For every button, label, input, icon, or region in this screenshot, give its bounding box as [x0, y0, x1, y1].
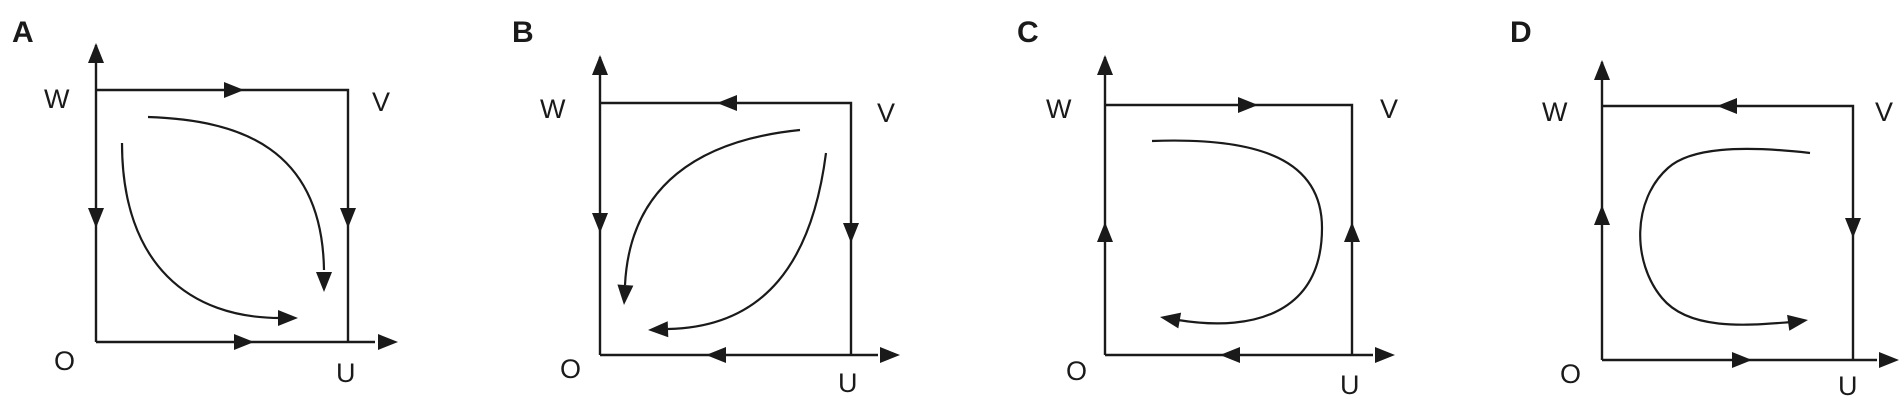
top-edge-arrow-right	[224, 82, 244, 98]
y-axis-arrowhead	[1097, 55, 1113, 75]
box-edges	[1602, 104, 1855, 360]
y-axis-arrowhead	[592, 55, 608, 75]
label-o: O	[1560, 359, 1581, 389]
box-edges	[600, 101, 853, 355]
top-edge-arrow-left	[1717, 98, 1737, 114]
panel-letter: A	[12, 16, 34, 49]
bottom-edge-arrow-left	[1220, 347, 1240, 363]
trajectory-lower-arrowhead	[647, 321, 669, 338]
label-w: W	[540, 94, 566, 124]
label-o: O	[54, 346, 75, 376]
trajectory-upper-arrowhead	[316, 272, 332, 292]
x-axis-arrowhead	[1879, 352, 1899, 368]
bottom-edge-arrow-right	[234, 334, 254, 350]
panel-letter: B	[512, 16, 534, 49]
label-v: V	[1380, 94, 1398, 124]
box-edges	[96, 88, 350, 342]
right-edge-arrow-down	[340, 208, 356, 228]
label-v: V	[877, 98, 895, 128]
label-w: W	[1046, 94, 1072, 124]
trajectory-loop	[1151, 139, 1324, 325]
y-axis-arrowhead	[88, 43, 104, 63]
trajectory-loop	[1639, 147, 1811, 326]
label-u: U	[1838, 371, 1858, 400]
label-w: W	[44, 84, 70, 114]
top-edge-arrow-right	[1238, 97, 1258, 113]
x-axis-arrowhead	[1375, 347, 1395, 363]
left-edge-arrow-down	[88, 208, 104, 228]
right-edge-arrow-down	[1845, 218, 1861, 238]
label-u: U	[838, 368, 858, 398]
right-edge-arrow-up	[1344, 222, 1360, 242]
panel-c: C W V O U	[1017, 16, 1398, 400]
trajectory-curve-lower	[120, 142, 281, 320]
trajectory-loop-arrowhead	[1787, 312, 1810, 331]
label-u: U	[336, 358, 356, 388]
bottom-edge-arrow-left	[706, 347, 726, 363]
label-o: O	[1066, 356, 1087, 386]
panel-b: B W V O U	[512, 16, 900, 398]
trajectory-lower-arrowhead	[278, 310, 298, 326]
top-edge-arrow-left	[717, 95, 737, 111]
label-u: U	[1340, 370, 1360, 400]
x-axis-arrowhead	[880, 347, 900, 363]
left-edge-arrow-up	[1097, 222, 1113, 242]
box-edges	[1105, 103, 1354, 355]
trajectory-upper-arrowhead	[616, 284, 634, 306]
trajectory-loop-arrowhead	[1158, 309, 1182, 329]
panel-letter: C	[1017, 16, 1039, 49]
trajectory-curve-upper	[623, 128, 801, 286]
label-w: W	[1542, 97, 1568, 127]
right-edge-arrow-down	[843, 223, 859, 243]
left-edge-arrow-down	[592, 213, 608, 233]
trajectory-curve-lower	[667, 152, 828, 331]
panel-a: A W V O U	[12, 16, 398, 388]
panel-d: D W V O U	[1510, 16, 1899, 401]
panel-letter: D	[1510, 16, 1532, 49]
label-o: O	[560, 354, 581, 384]
trajectory-curve-upper	[147, 115, 326, 271]
label-v: V	[1875, 97, 1893, 127]
label-v: V	[372, 87, 390, 117]
y-axis-arrowhead	[1594, 60, 1610, 80]
left-edge-arrow-up	[1594, 205, 1610, 225]
x-axis-arrowhead	[378, 334, 398, 350]
bottom-edge-arrow-right	[1732, 352, 1752, 368]
